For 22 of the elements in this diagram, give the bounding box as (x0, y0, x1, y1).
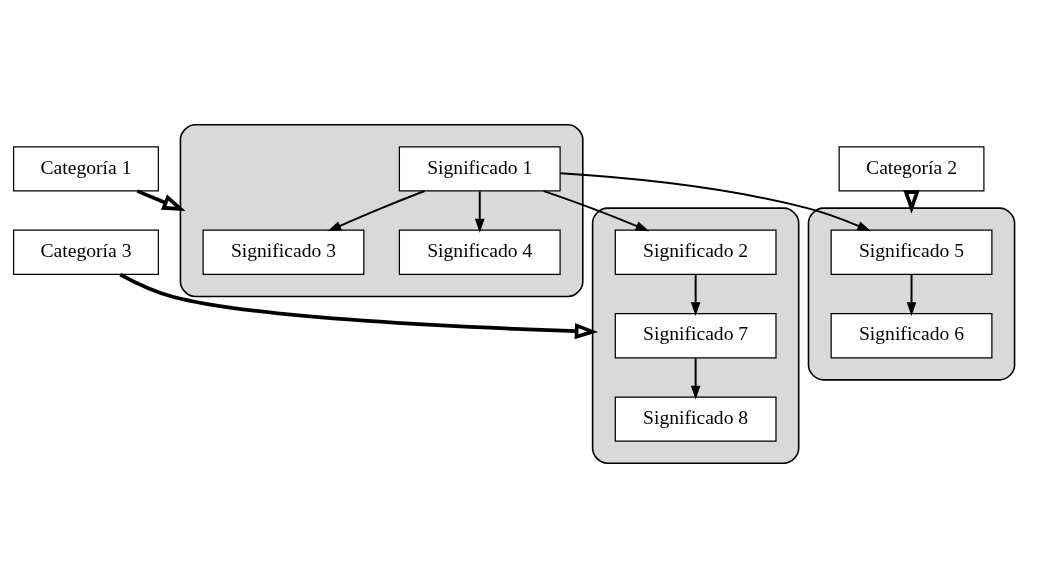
node-box: Significado 4 (398, 229, 561, 275)
arrow (474, 190, 485, 233)
node-box: Categoría 1 (13, 146, 159, 192)
node-box: Significado 8 (614, 396, 777, 442)
node-box: Significado 1 (398, 146, 561, 192)
arrow (690, 357, 701, 400)
cluster (179, 123, 584, 298)
arrow (906, 273, 917, 317)
node-box: Significado 7 (614, 313, 777, 359)
arrow (119, 272, 599, 340)
cluster (807, 207, 1016, 381)
node-box: Categoría 3 (13, 229, 159, 275)
arrow (690, 273, 701, 317)
arrow (136, 189, 186, 211)
node-box: Significado 2 (614, 229, 777, 275)
node-box: Significado 5 (830, 229, 993, 275)
node-box: Significado 3 (202, 229, 365, 275)
arrow (327, 190, 426, 232)
arrow (559, 172, 872, 232)
cluster (591, 207, 800, 465)
arrow (542, 190, 650, 232)
node-box: Significado 6 (830, 313, 993, 359)
